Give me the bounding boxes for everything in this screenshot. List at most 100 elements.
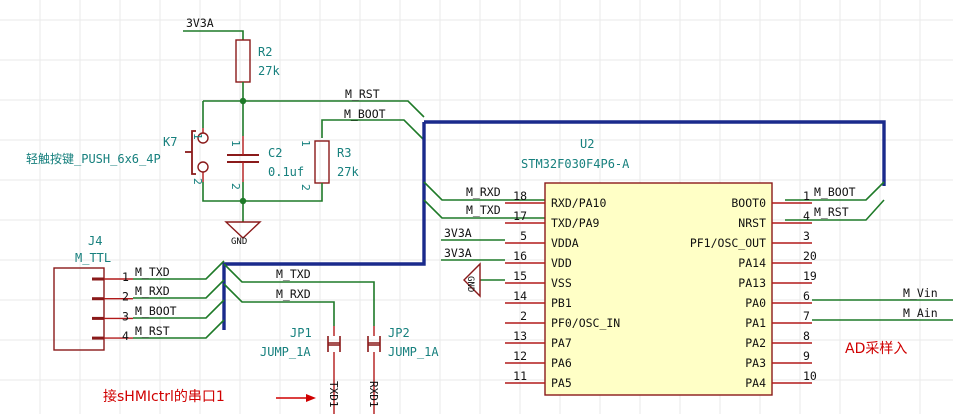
vcc-label: 3V3A (186, 16, 214, 30)
j4-pins: 1 2 3 4 (92, 270, 133, 343)
u2-left-pin-number: 5 (520, 229, 527, 243)
net-label-boot-top: M_BOOT (344, 107, 386, 121)
u2-left-pin-name: PA6 (551, 356, 572, 370)
junction-dot (239, 97, 247, 105)
u2-left-pin-name: RXD/PA10 (551, 196, 606, 210)
jp2-ref: JP2 (388, 326, 410, 340)
c2-ref: C2 (268, 146, 282, 160)
u2-gnd-label: GND (465, 276, 475, 292)
j4-pin-number: 3 (122, 309, 129, 323)
jp2-jumper[interactable] (367, 326, 381, 414)
jp1-value: JUMP_1A (260, 345, 311, 359)
u2-right-pin-number: 6 (803, 289, 810, 303)
u2-left-pin-name: VDDA (551, 236, 579, 250)
u2-right-pin-name: PA2 (745, 336, 766, 350)
gnd-symbol (224, 221, 262, 239)
u2-left-pin-number: 18 (513, 189, 527, 203)
u2-vdda-supply: 3V3A (444, 226, 472, 240)
u2-power-wires (441, 239, 505, 261)
jp1-jumper[interactable] (327, 326, 341, 414)
u2-left-pin-name: TXD/PA9 (551, 216, 600, 230)
u2-right-pin-number: 3 (803, 229, 810, 243)
boot-net-wire (321, 119, 425, 141)
u2-left-pin-number: 14 (513, 289, 527, 303)
u2-right-pin-name: PA0 (745, 296, 766, 310)
u2-left-pin-name: PA5 (551, 376, 572, 390)
net-label-jp-rxd: M_RXD (276, 287, 311, 301)
u2-right-pin-number: 10 (803, 369, 817, 383)
k7-push-button[interactable] (185, 128, 209, 182)
c2-pin2-num: 2 (229, 183, 242, 190)
signal-bus (222, 120, 886, 330)
k7-value: 轻触按键_PUSH_6x6_4P (26, 152, 161, 166)
jp2-out-net: RXD1 (367, 381, 380, 408)
u2-right-pin-name: PA13 (738, 276, 766, 290)
k7-contact-top (197, 132, 209, 144)
j4-pin-number: 1 (122, 270, 129, 284)
u2-right-pin-name: NRST (738, 216, 766, 230)
analog-input-wires (812, 299, 953, 321)
jp1-ref: JP1 (290, 326, 312, 340)
u2-left-pin-number: 11 (513, 369, 527, 383)
ad-sampling-note: AD采样入 (845, 341, 907, 357)
u2-gnd-symbol (463, 262, 481, 298)
uart-note: 接sHMIctrl的串口1 (103, 388, 225, 405)
r3-resistor[interactable] (314, 140, 330, 184)
net-label-j4-boot: M_BOOT (135, 304, 177, 318)
k7-pin2-num: 2 (191, 178, 204, 185)
j4-pin-number: 4 (122, 329, 129, 343)
j4-bus-entries (133, 260, 225, 339)
net-label-jp-txd: M_TXD (276, 267, 311, 281)
u2-left-pin-number: 17 (513, 209, 527, 223)
uart-note-arrow-head (306, 394, 316, 402)
r2-value: 27k (258, 64, 280, 78)
c2-pin1-num: 1 (229, 140, 242, 147)
j4-pin-number: 2 (122, 290, 129, 304)
net-label-u2-boot: M_BOOT (814, 185, 856, 199)
net-label-u2-txd: M_TXD (466, 203, 501, 217)
u2-left-pin-number: 15 (513, 269, 527, 283)
jp2-value: JUMP_1A (388, 345, 439, 359)
bus-entries-u2-left (423, 181, 545, 219)
u2-left-pin-name: VSS (551, 276, 572, 290)
net-label-vin: M_Vin (903, 286, 938, 300)
u2-right-pin-number: 9 (803, 349, 810, 363)
r2-resistor[interactable] (235, 39, 251, 83)
u2-chip-body[interactable] (544, 182, 773, 396)
u2-left-pin-number: 16 (513, 249, 527, 263)
u2-left-pin-number: 2 (520, 309, 527, 323)
reset-circuit: 3V3A R2 27k M_RST M_BOOT R3 27k 1 2 C2 0… (26, 16, 425, 247)
gnd-rail-wire (202, 182, 323, 202)
jp2-body (367, 336, 381, 352)
u2-left-pin-name: PF0/OSC_IN (551, 316, 620, 330)
j4-value: M_TTL (75, 251, 111, 265)
j4-connector-body[interactable] (53, 267, 105, 351)
u2-left-pin-name: VDD (551, 256, 572, 270)
c2-value: 0.1uf (268, 165, 304, 179)
j4-ref: J4 (88, 234, 102, 248)
k7-contact-bottom (197, 161, 209, 173)
u2-left-pin-number: 12 (513, 349, 527, 363)
net-label-u2-rst: M_RST (814, 205, 849, 219)
gnd-label: GND (231, 237, 247, 247)
u2-left-pin-name: PA7 (551, 336, 572, 350)
net-label-j4-txd: M_TXD (135, 265, 170, 279)
vcc-wire (183, 30, 244, 40)
u2-right-pin-name: PA14 (738, 256, 766, 270)
net-label-ain: M_Ain (903, 306, 938, 320)
r3-pin2-num: 2 (299, 184, 312, 191)
r3-value: 27k (337, 165, 359, 179)
junction-dot (239, 197, 247, 205)
u2-value: STM32F030F4P6-A (521, 157, 630, 171)
jp1-net-wire (223, 283, 335, 326)
u2-right-pin-number: 1 (803, 189, 810, 203)
k7-ref: K7 (163, 135, 177, 149)
u2-vdd-supply: 3V3A (444, 246, 472, 260)
u2-right-pin-number: 4 (803, 209, 810, 223)
u2-right-pin-name: PA3 (745, 356, 766, 370)
jp2-net-wire (223, 263, 375, 326)
r3-ref: R3 (337, 146, 351, 160)
bus-entries-u2-right (785, 181, 885, 221)
u2-left-pin-name: PB1 (551, 296, 572, 310)
